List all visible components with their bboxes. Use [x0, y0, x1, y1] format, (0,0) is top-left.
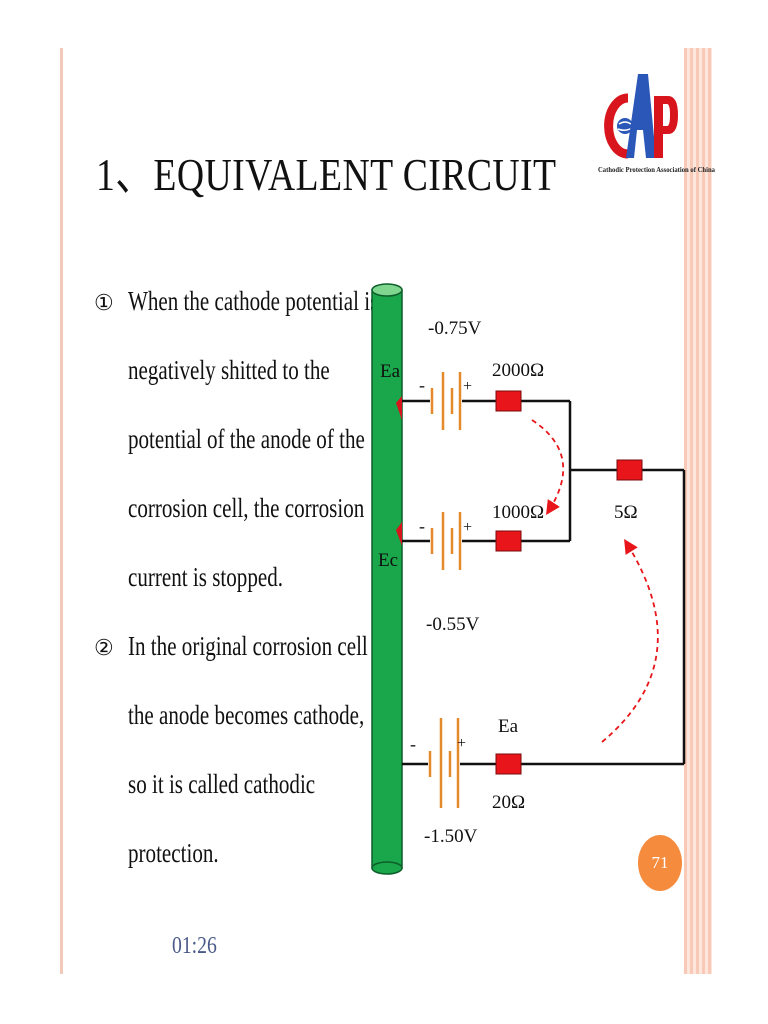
resistor-20-ohm [495, 753, 522, 775]
resistor-label-2000: 2000Ω [492, 360, 544, 381]
polarity-plus-middle: + [463, 519, 472, 536]
bullet-text-line: corrosion cell, the corrosion [128, 493, 365, 523]
anode-contact-marker [396, 396, 402, 420]
polarity-minus-bottom: - [410, 734, 416, 754]
resistor-label-20: 20Ω [492, 792, 525, 813]
page-number-badge: 71 [638, 835, 682, 891]
electrode-label-ea: Ea [380, 361, 401, 382]
bullet-text-line: the anode becomes cathode, [128, 700, 365, 730]
bullet-1-line-3: potential of the anode of the [94, 416, 369, 485]
battery-middle [430, 512, 462, 570]
bullet-2-marker: ② [94, 635, 114, 660]
bullet-list: ① When the cathode potential is negative… [94, 278, 378, 899]
cap-logo [604, 74, 678, 159]
bullet-text-line: protection. [128, 838, 219, 868]
voltage-label-bottom: -1.50V [424, 826, 478, 847]
polarity-plus-top: + [463, 378, 472, 395]
electrode-label-ec: Ec [378, 550, 398, 571]
logo-tagline: Cathodic Protection Association of China [598, 166, 715, 174]
polarity-plus-bottom: + [457, 735, 466, 752]
bullet-text-line: potential of the anode of the [128, 424, 365, 454]
polarity-minus-middle: - [419, 516, 425, 536]
bullet-1-line-1: ① When the cathode potential is [94, 278, 378, 347]
battery-bottom [428, 718, 460, 808]
voltage-label-top: -0.75V [428, 318, 482, 339]
bullet-2-line-2: the anode becomes cathode, [94, 692, 369, 761]
bullet-text-line: so it is called cathodic [128, 769, 316, 799]
right-decorative-band [684, 48, 712, 974]
left-border-rule [60, 48, 63, 974]
current-flow-arrow-top [531, 419, 564, 516]
bullet-2-line-1: ② In the original corrosion cell [94, 623, 369, 692]
bullet-1-line-5: current is stopped. [94, 554, 369, 623]
resistor-label-5: 5Ω [614, 502, 638, 523]
bullet-1-line-4: corrosion cell, the corrosion [94, 485, 369, 554]
polarity-minus-top: - [419, 375, 425, 395]
cathode-contact-marker [396, 522, 402, 546]
timestamp: 01:26 [172, 933, 217, 959]
resistor-2000-ohm [495, 390, 522, 412]
resistor-5-ohm [616, 459, 643, 481]
slide-title: 1、EQUIVALENT CIRCUIT [96, 149, 557, 200]
current-flow-arrow-bottom [601, 538, 659, 743]
circuit-wires [402, 399, 686, 766]
bullet-text-line: negatively shitted to the [128, 355, 330, 385]
bullet-text-line: When the cathode potential is [128, 286, 379, 316]
electrode-label-ea-bottom: Ea [498, 716, 519, 737]
bullet-1-line-2: negatively shitted to the [94, 347, 369, 416]
bullet-1-marker: ① [94, 290, 114, 315]
bullet-text-line: In the original corrosion cell [128, 631, 368, 661]
bullet-text-line: current is stopped. [128, 562, 283, 592]
resistor-1000-ohm [495, 530, 522, 552]
circuit-labels: -0.75V -0.55V -1.50V 2000Ω 1000Ω 5Ω 20Ω … [378, 318, 638, 847]
bullet-2-line-3: so it is called cathodic [94, 761, 369, 830]
pipe-electrode [371, 283, 403, 875]
resistor-label-1000: 1000Ω [492, 502, 544, 523]
battery-top [430, 372, 462, 430]
voltage-label-middle: -0.55V [426, 614, 480, 635]
bullet-2-line-4: protection. [94, 830, 369, 899]
